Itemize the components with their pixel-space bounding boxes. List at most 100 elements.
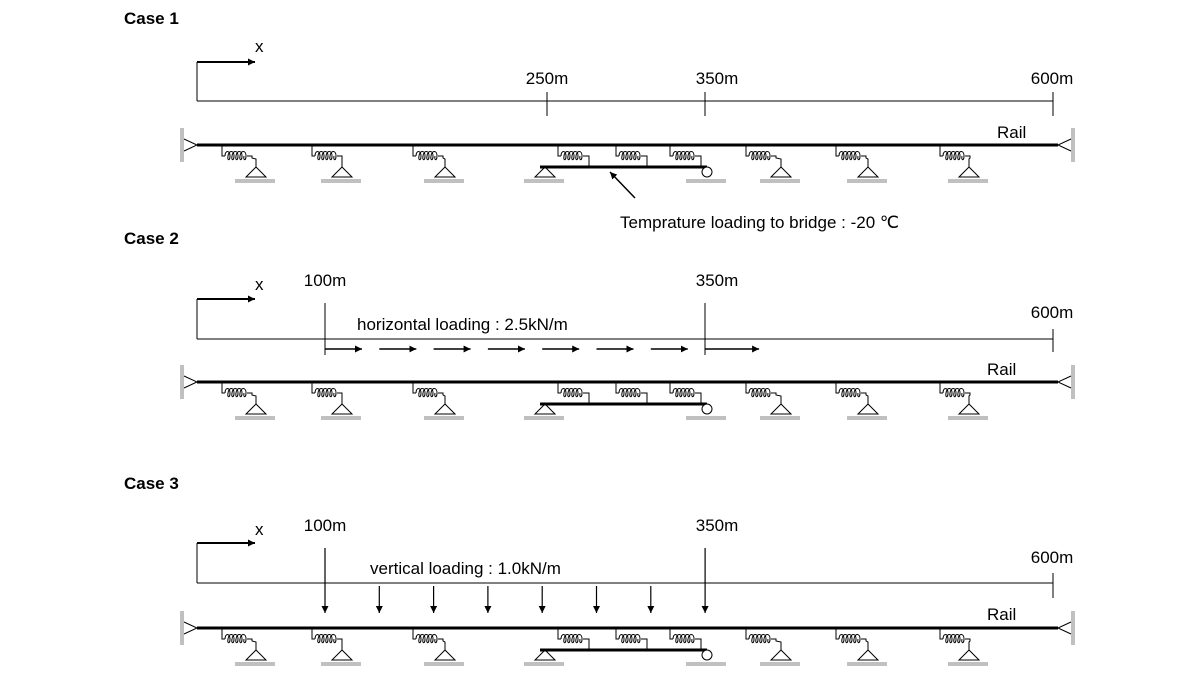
case-3-title: Case 3 bbox=[124, 474, 179, 493]
case-2-ground-spring-2-hook bbox=[311, 382, 315, 394]
case-3-right-wall bbox=[1071, 611, 1075, 645]
case-2-ground-spring-5-coil bbox=[838, 388, 861, 398]
case-2-label-350m: 350m bbox=[696, 271, 739, 290]
case-2-title: Case 2 bbox=[124, 229, 179, 248]
case-2-ground-spring-3-ground bbox=[424, 416, 464, 420]
case-3-ground-spring-2-ground bbox=[321, 662, 361, 666]
case-3-bridge-spring-2-coil bbox=[618, 634, 641, 644]
case-3-ground-spring-4-link bbox=[771, 638, 782, 650]
case-2-ground-spring-6-coil bbox=[942, 388, 965, 398]
case-2-bridge-spring-1-hook bbox=[557, 382, 561, 394]
case-3-ground-spring-1-link bbox=[247, 638, 257, 650]
case-3-bridge-spring-1-coil bbox=[560, 634, 583, 644]
case-3-loading-label: vertical loading : 1.0kN/m bbox=[370, 559, 561, 578]
case-1-bridge-spring-3-coil bbox=[672, 151, 695, 161]
case-2-left-fixed-support bbox=[183, 375, 199, 389]
case-3-bridge-spring-3-link bbox=[695, 638, 702, 650]
case-3-ground-spring-3-link bbox=[438, 638, 446, 650]
case-2-bridge-spring-2-hook bbox=[615, 382, 619, 394]
case-1-bridge-spring-1-hook bbox=[557, 145, 561, 157]
case-3-label-350m: 350m bbox=[696, 516, 739, 535]
case-3-left-wall bbox=[180, 611, 184, 645]
case-2-bridge-pin-support-triangle bbox=[533, 403, 557, 415]
case-3-ground-spring-1-hook bbox=[221, 628, 225, 640]
case-1-ground-spring-5-ground bbox=[847, 179, 887, 183]
case-3-ground-spring-6-link bbox=[965, 638, 971, 650]
case-3-bridge-spring-2-hook bbox=[615, 628, 619, 640]
case-2-rail-label: Rail bbox=[987, 360, 1016, 379]
case-1-ground-spring-5-link bbox=[861, 155, 869, 167]
case-1-left-fixed-support bbox=[183, 138, 199, 152]
case-2-ground-spring-2-ground bbox=[321, 416, 361, 420]
case-3-ground-spring-3-coil bbox=[415, 634, 438, 644]
case-2-ground-spring-3-coil bbox=[415, 388, 438, 398]
case-3-ground-spring-4-coil bbox=[748, 634, 771, 644]
case-2-ground-spring-5-ground bbox=[847, 416, 887, 420]
case-3-ground-spring-2-hook bbox=[311, 628, 315, 640]
case-3-ground-spring-4-hook bbox=[745, 628, 749, 640]
case-2-ground-spring-4-hook bbox=[745, 382, 749, 394]
case-1-ground-spring-3-hook bbox=[412, 145, 416, 157]
case-1-ground-spring-1-triangle bbox=[244, 166, 268, 178]
case-1-axis-label: x bbox=[255, 37, 264, 56]
case-1-ground-spring-3-coil bbox=[415, 151, 438, 161]
case-2-ground-spring-3-triangle bbox=[433, 403, 457, 415]
case-2-ground-spring-4-ground bbox=[760, 416, 800, 420]
case-3-ground-spring-5-triangle bbox=[856, 649, 880, 661]
case-2-bridge-spring-2-link bbox=[641, 392, 648, 404]
case-3-bridge-spring-3-coil bbox=[672, 634, 695, 644]
case-3-ground-spring-6-ground bbox=[948, 662, 988, 666]
case-1-ground-spring-1-hook bbox=[221, 145, 225, 157]
case-2-bridge-spring-3-hook bbox=[669, 382, 673, 394]
case-1-ground-spring-4-coil bbox=[748, 151, 771, 161]
case-3-ground-spring-3-hook bbox=[412, 628, 416, 640]
case-1-ground-spring-5-hook bbox=[835, 145, 839, 157]
case-1-bridge-roller bbox=[701, 166, 713, 178]
case-3-bridge-spring-2-link bbox=[641, 638, 648, 650]
case-1-left-wall bbox=[180, 128, 184, 162]
case-2-right-fixed-support bbox=[1056, 375, 1072, 389]
case-3-ground-spring-1-coil bbox=[224, 634, 247, 644]
case-2-bridge-roller bbox=[701, 403, 713, 415]
case-2-bridge-spring-1-link bbox=[583, 392, 590, 404]
case-1-bridge-spring-2-link bbox=[641, 155, 648, 167]
case-1-title: Case 1 bbox=[124, 9, 179, 28]
case-1-ground-spring-4-triangle bbox=[769, 166, 793, 178]
case-3-bridge-spring-1-hook bbox=[557, 628, 561, 640]
case-2-ground-spring-6-ground bbox=[948, 416, 988, 420]
case-2-ground-spring-4-triangle bbox=[769, 403, 793, 415]
case-2-bridge-pin-support-ground bbox=[524, 416, 564, 420]
case-2-ground-spring-4-link bbox=[771, 392, 782, 404]
case-2-bridge-spring-3-link bbox=[695, 392, 702, 404]
case-1-ground-spring-2-hook bbox=[311, 145, 315, 157]
case-3-bridge-spring-1-link bbox=[583, 638, 590, 650]
case-2-ground-spring-6-link bbox=[965, 392, 971, 404]
case-2-ground-spring-1-triangle bbox=[244, 403, 268, 415]
case-1-bridge-spring-2-hook bbox=[615, 145, 619, 157]
case-2-ground-spring-5-triangle bbox=[856, 403, 880, 415]
case-3-ground-spring-1-ground bbox=[235, 662, 275, 666]
case-2-ground-spring-2-coil bbox=[314, 388, 337, 398]
case-2-ground-spring-1-link bbox=[247, 392, 257, 404]
case-3-right-fixed-support bbox=[1056, 621, 1072, 635]
case-3-label-600m: 600m bbox=[1031, 548, 1074, 567]
case-1-label-350m: 350m bbox=[696, 69, 739, 88]
case-3-label-100m: 100m bbox=[304, 516, 347, 535]
case-1-rail-label: Rail bbox=[997, 123, 1026, 142]
case-3-ground-spring-2-triangle bbox=[330, 649, 354, 661]
case-2-bridge-spring-2-coil bbox=[618, 388, 641, 398]
case-1-ground-spring-1-ground bbox=[235, 179, 275, 183]
case-1-ground-spring-3-ground bbox=[424, 179, 464, 183]
case-3-bridge-pin-support-triangle bbox=[533, 649, 557, 661]
case-1-bridge-pin-support-ground bbox=[524, 179, 564, 183]
case-1-ground-spring-6-triangle bbox=[957, 166, 981, 178]
case-1-ground-spring-4-hook bbox=[745, 145, 749, 157]
case-3-rail-label: Rail bbox=[987, 605, 1016, 624]
case-3-ground-spring-5-link bbox=[861, 638, 869, 650]
case-3-bridge-pin-support-ground bbox=[524, 662, 564, 666]
case-1-ground-spring-3-triangle bbox=[433, 166, 457, 178]
case-3-ground-spring-2-link bbox=[337, 638, 343, 650]
case-3-ground-spring-3-ground bbox=[424, 662, 464, 666]
case-1-ground-spring-4-link bbox=[771, 155, 782, 167]
case-1-bridge-spring-3-link bbox=[695, 155, 702, 167]
